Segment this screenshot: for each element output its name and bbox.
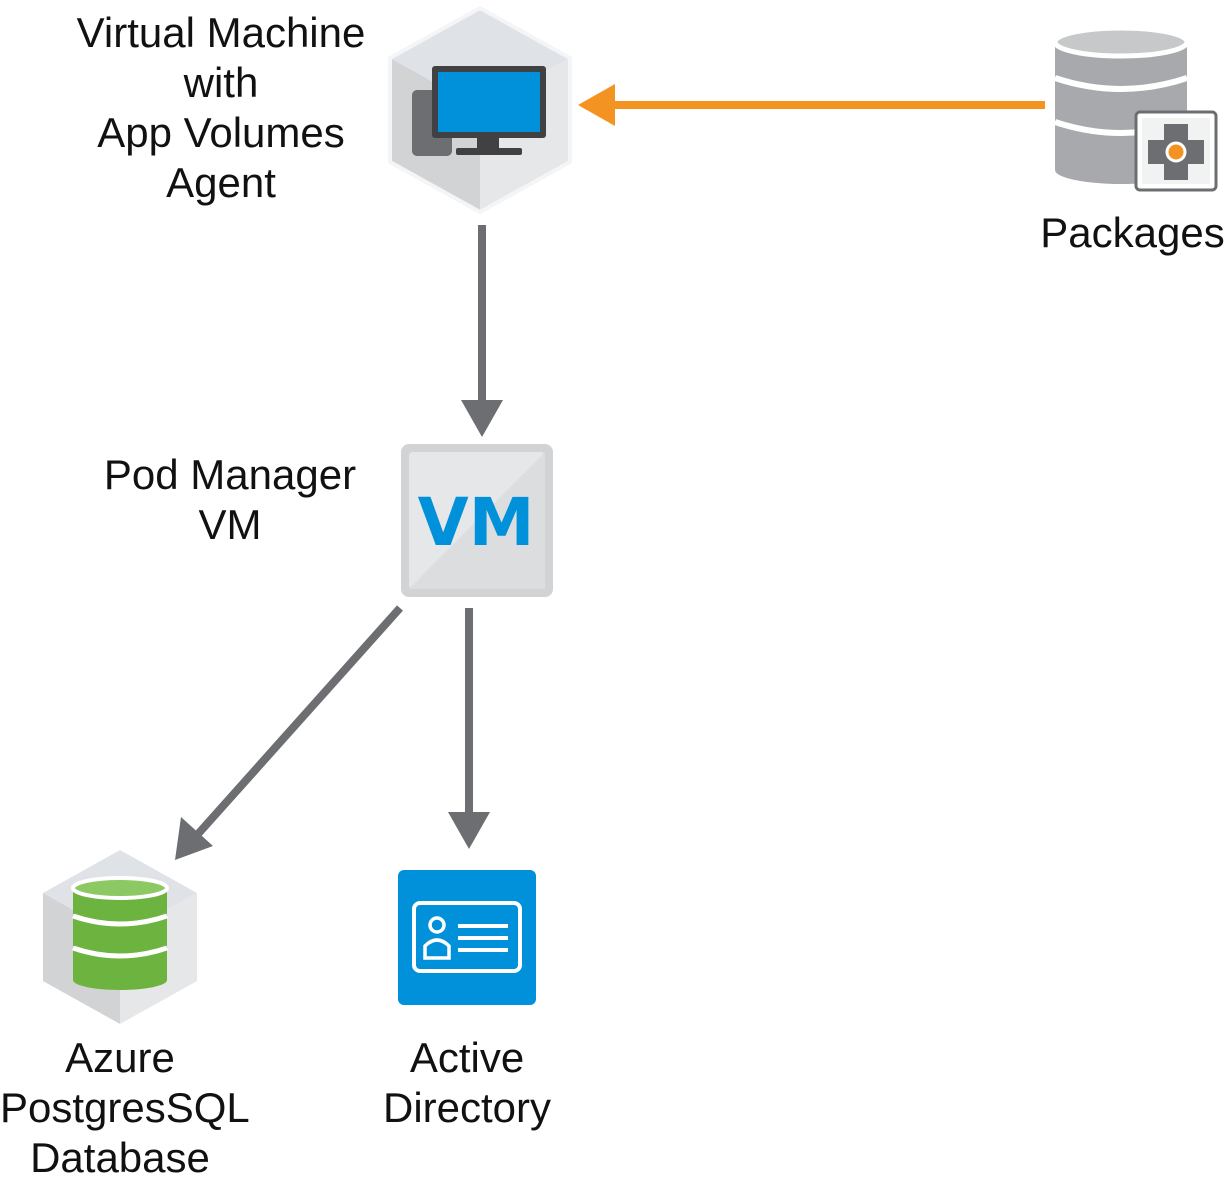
database-label-line-2: PostgresSQL (0, 1084, 250, 1131)
active-directory-icon (398, 870, 536, 1005)
pod-manager-label-line-1: Pod Manager (103, 451, 357, 498)
database-label-line-1: Azure (65, 1034, 175, 1081)
edge-packages-to-vm-agent (578, 84, 1045, 126)
green-database-icon (71, 876, 169, 990)
active-directory-label-line-1: Active (409, 1034, 525, 1081)
packages-label: Packages (1040, 208, 1225, 258)
packages-label-line-1: Packages (1040, 209, 1225, 256)
vm-agent-label-line-2: with (183, 59, 259, 106)
active-directory-label-line-2: Directory (382, 1084, 552, 1131)
database-label: Azure PostgresSQL Database (0, 1033, 250, 1183)
monitor-icon (432, 66, 546, 155)
vm-agent-label-line-4: Agent (166, 159, 276, 206)
package-badge-icon (1134, 110, 1218, 192)
active-directory-label: Active Directory (362, 1033, 572, 1133)
edge-pod-manager-to-database (175, 605, 403, 860)
edge-vm-agent-to-pod-manager (461, 225, 503, 437)
vm-agent-label-line-3: App Volumes (97, 109, 345, 156)
pod-manager-label: Pod Manager VM (90, 450, 370, 550)
vm-icon-text: VM (418, 484, 535, 561)
pod-manager-label-line-2: VM (198, 501, 262, 548)
database-label-line-3: Database (30, 1134, 210, 1181)
pod-manager-vm-icon: VM (401, 444, 553, 597)
vm-agent-label: Virtual Machine with App Volumes Agent (45, 8, 397, 208)
vm-agent-cube-icon (388, 5, 572, 215)
vm-agent-label-line-1: Virtual Machine (76, 9, 366, 56)
azure-database-cube-icon (43, 850, 197, 1024)
packages-database-icon (1052, 25, 1190, 184)
edge-pod-manager-to-active-directory (448, 608, 490, 849)
